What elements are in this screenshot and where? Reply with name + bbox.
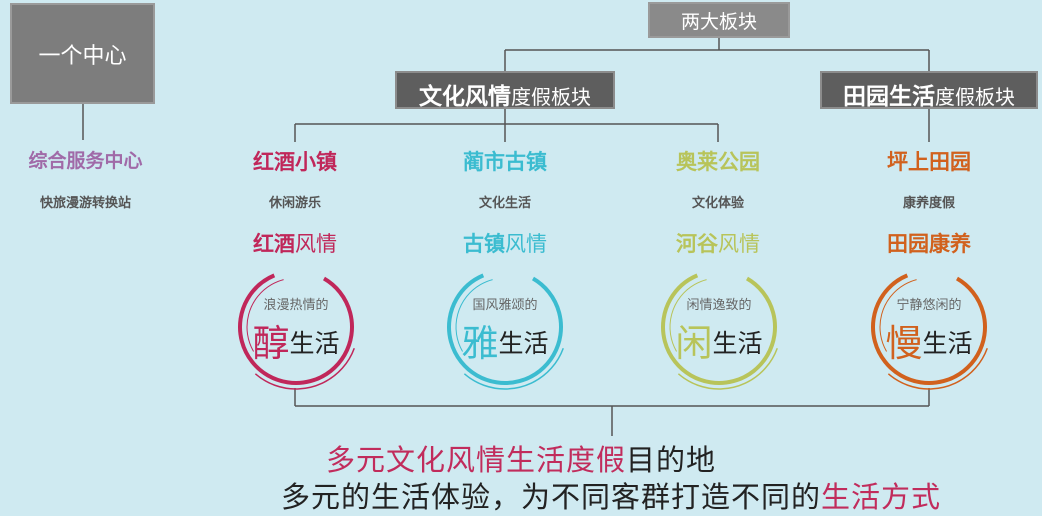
ring-pingshang: 宁静悠闲的 慢生活 bbox=[864, 262, 994, 392]
ring-linshi: 国风雅颂的 雅生活 bbox=[440, 262, 570, 392]
ring-wine-caption: 浪漫热情的 bbox=[263, 298, 329, 313]
top-box: 两大板块 bbox=[648, 2, 790, 38]
ring-outlet-caption: 闲情逸致的 bbox=[686, 298, 752, 313]
town-theme-wine: 红酒风情 bbox=[253, 232, 337, 256]
ring-linshi-icon bbox=[442, 264, 568, 390]
ring-pingshang-caption: 宁静悠闲的 bbox=[896, 298, 962, 313]
center-box: 一个中心 bbox=[10, 3, 155, 104]
town-name-pingshang: 坪上田园 bbox=[887, 150, 971, 174]
region-culture-box: 文化风情度假板块 bbox=[395, 71, 615, 110]
region-pastoral-box: 田园生活度假板块 bbox=[820, 71, 1038, 110]
region-pastoral-rest: 度假板块 bbox=[935, 85, 1015, 109]
region-culture-rest: 度假板块 bbox=[511, 85, 591, 109]
ring-pingshang-icon bbox=[866, 264, 992, 390]
ring-outlet-title: 闲生活 bbox=[675, 322, 763, 365]
bottom-line-1: 多元文化风情生活度假目的地 bbox=[325, 443, 717, 477]
town-activity-wine: 休闲游乐 bbox=[268, 196, 321, 211]
town-activity-outlet: 文化体验 bbox=[691, 196, 744, 211]
ring-linshi-title: 雅生活 bbox=[461, 322, 549, 365]
region-culture-bold: 文化风情 bbox=[419, 84, 511, 110]
ring-outlet: 闲情逸致的 闲生活 bbox=[654, 262, 784, 392]
town-name-wine: 红酒小镇 bbox=[253, 150, 337, 174]
town-activity-pingshang: 康养度假 bbox=[902, 196, 955, 211]
region-pastoral-bold: 田园生活 bbox=[843, 84, 935, 110]
town-theme-outlet: 河谷风情 bbox=[676, 232, 760, 256]
ring-wine-icon bbox=[233, 264, 359, 390]
town-name-linshi: 蔺市古镇 bbox=[463, 150, 547, 174]
ring-linshi-caption: 国风雅颂的 bbox=[472, 298, 538, 313]
town-name-outlet: 奥莱公园 bbox=[676, 150, 760, 174]
bottom-line-2: 多元的生活体验，为不同客群打造不同的生活方式 bbox=[280, 480, 942, 514]
ring-pingshang-title: 慢生活 bbox=[885, 322, 973, 365]
hub-title: 综合服务中心 bbox=[28, 150, 143, 172]
town-theme-linshi: 古镇风情 bbox=[463, 232, 547, 256]
hub-subtitle: 快旅漫游转换站 bbox=[39, 196, 131, 211]
town-activity-linshi: 文化生活 bbox=[478, 196, 531, 211]
ring-wine: 浪漫热情的 醇生活 bbox=[231, 262, 361, 392]
ring-wine-title: 醇生活 bbox=[252, 322, 340, 365]
center-label: 一个中心 bbox=[38, 43, 127, 69]
ring-outlet-icon bbox=[656, 264, 782, 390]
town-theme-pingshang: 田园康养 bbox=[887, 232, 971, 256]
top-label: 两大板块 bbox=[680, 10, 757, 33]
